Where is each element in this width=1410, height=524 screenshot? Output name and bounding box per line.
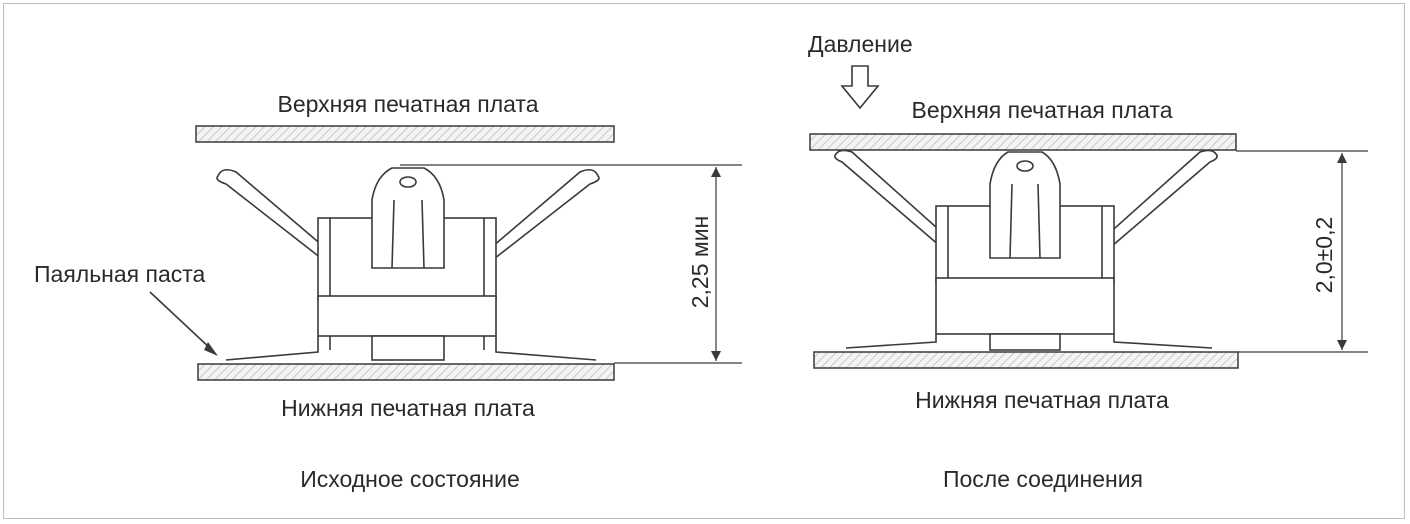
left-top-board-label: Верхняя печатная плата	[277, 91, 538, 117]
right-terminal-right	[1113, 334, 1213, 349]
right-dimension-label: 2,0±0,2	[1311, 217, 1337, 294]
left-dimension-label: 2,25 мин	[687, 216, 713, 309]
pressure-label: Давление	[808, 31, 913, 57]
right-connector	[834, 149, 1218, 351]
left-spring-arm-right	[485, 168, 600, 264]
left-spring-arm-left	[216, 168, 331, 264]
solder-paste-leader	[149, 291, 213, 351]
left-caption: Исходное состояние	[300, 466, 520, 492]
left-center-post	[371, 167, 445, 269]
right-spring-arm-left	[834, 149, 948, 248]
left-bottom-board	[197, 363, 615, 381]
figure-frame	[3, 3, 1405, 519]
left-panel: Верхняя печатная плата	[34, 91, 742, 492]
left-terminal-left	[225, 336, 319, 361]
right-top-board	[809, 133, 1237, 151]
right-dimension: 2,0±0,2	[1236, 150, 1368, 353]
right-panel: Давление Верхняя печатная плата	[808, 31, 1368, 492]
right-spring-arm-right	[1104, 149, 1218, 248]
left-top-board	[195, 125, 615, 143]
left-dimension: 2,25 мин	[400, 164, 742, 364]
left-terminal-right	[495, 336, 597, 361]
solder-paste-label: Паяльная паста	[34, 261, 206, 287]
left-bottom-board-label: Нижняя печатная плата	[281, 395, 535, 421]
down-arrow-icon	[840, 65, 880, 110]
right-bottom-board	[813, 351, 1239, 369]
left-connector	[216, 167, 600, 361]
right-caption: После соединения	[943, 466, 1143, 492]
right-top-board-label: Верхняя печатная плата	[911, 97, 1172, 123]
right-center-post	[989, 151, 1061, 259]
left-lower-housing	[317, 295, 497, 337]
right-bottom-board-label: Нижняя печатная плата	[915, 387, 1169, 413]
right-lower-housing	[935, 277, 1115, 335]
right-terminal-left	[845, 334, 937, 349]
